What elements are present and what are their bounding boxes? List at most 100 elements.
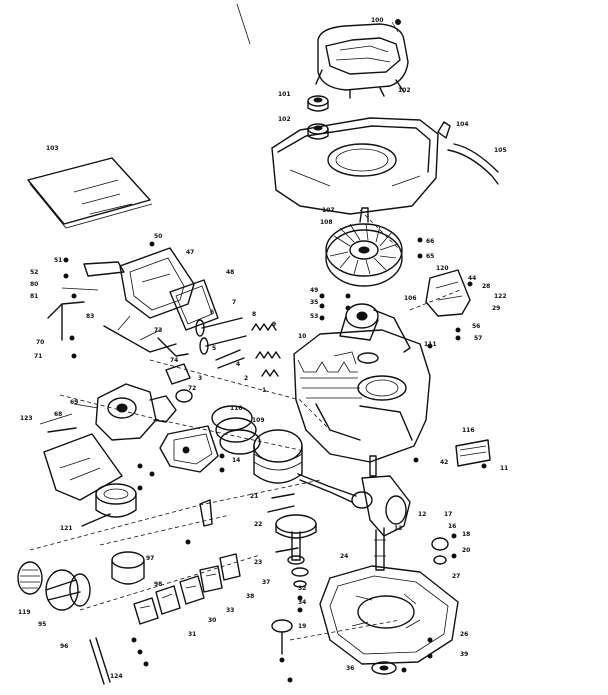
label-66: 66 xyxy=(426,238,434,245)
label-107: 107 xyxy=(322,207,335,214)
label-21: 21 xyxy=(250,493,258,500)
breather-assembly xyxy=(47,261,125,341)
fasteners xyxy=(63,19,487,683)
label-11: 11 xyxy=(500,465,508,472)
label-7: 7 xyxy=(232,299,236,306)
label-50: 50 xyxy=(154,233,162,240)
label-97: 97 xyxy=(146,555,154,562)
control-bracket xyxy=(43,433,123,501)
label-2: 2 xyxy=(244,375,248,382)
gaskets xyxy=(133,553,241,625)
label-71: 71 xyxy=(34,353,42,360)
label-104: 104 xyxy=(456,121,469,128)
label-102: 102 xyxy=(278,116,291,123)
label-26: 26 xyxy=(460,631,468,638)
connecting-rod xyxy=(297,473,373,509)
label-111: 111 xyxy=(424,341,437,348)
label-120: 120 xyxy=(436,265,449,272)
piston-rings xyxy=(211,405,261,455)
label-31: 31 xyxy=(188,631,196,638)
label-28: 28 xyxy=(482,283,490,290)
camshaft-gear xyxy=(275,514,317,565)
crankshaft xyxy=(361,455,411,571)
label-110: 110 xyxy=(230,405,243,412)
label-37: 37 xyxy=(262,579,270,586)
label-74: 74 xyxy=(170,357,178,364)
air-cleaner-element xyxy=(45,569,91,611)
label-116: 116 xyxy=(462,427,475,434)
label-6: 6 xyxy=(210,309,214,316)
air-cleaner-cover xyxy=(17,561,43,595)
label-69: 69 xyxy=(70,399,78,406)
label-39: 39 xyxy=(460,651,468,658)
label-119: 119 xyxy=(18,609,31,616)
label-29: 29 xyxy=(492,305,500,312)
label-9: 9 xyxy=(272,321,276,328)
label-13: 13 xyxy=(394,525,402,532)
fuel-line xyxy=(437,121,499,185)
intake-block xyxy=(159,425,219,473)
label-1: 1 xyxy=(262,387,266,394)
label-17: 17 xyxy=(444,511,452,518)
label-3: 3 xyxy=(198,375,202,382)
label-44: 44 xyxy=(468,275,476,282)
blower-housing-cover xyxy=(315,21,409,99)
valve-cover-gasket xyxy=(169,279,219,331)
label-24: 24 xyxy=(340,553,348,560)
label-36: 36 xyxy=(346,665,354,672)
piston xyxy=(253,429,303,484)
governor-parts xyxy=(271,567,309,655)
label-98: 98 xyxy=(154,581,162,588)
label-52: 52 xyxy=(30,269,38,276)
label-20: 20 xyxy=(462,547,470,554)
air-cleaner-base xyxy=(111,551,145,585)
nameplate xyxy=(455,439,491,467)
label-48: 48 xyxy=(226,269,234,276)
label-80: 80 xyxy=(30,281,38,288)
label-109: 109 xyxy=(252,417,265,424)
scan-line xyxy=(236,3,251,45)
label-30: 30 xyxy=(208,617,216,624)
label-19: 19 xyxy=(298,623,306,630)
valve-springs xyxy=(251,323,281,377)
label-22: 22 xyxy=(254,521,262,528)
label-47: 47 xyxy=(186,249,194,256)
starter-cup xyxy=(339,303,411,364)
label-73: 73 xyxy=(154,327,162,334)
label-108: 108 xyxy=(320,219,333,226)
label-12: 12 xyxy=(418,511,426,518)
bearing-seal xyxy=(431,537,449,565)
label-100: 100 xyxy=(371,17,384,24)
carburetor xyxy=(39,383,177,441)
label-38: 38 xyxy=(246,593,254,600)
label-57: 57 xyxy=(474,335,482,342)
label-42: 42 xyxy=(440,459,448,466)
label-14: 14 xyxy=(232,457,240,464)
label-16: 16 xyxy=(448,523,456,530)
label-95: 95 xyxy=(38,621,46,628)
crankcase-sump xyxy=(319,565,459,675)
label-123: 123 xyxy=(20,415,33,422)
fuel-cap-102 xyxy=(307,95,329,112)
valve-cover xyxy=(119,247,195,319)
label-35: 35 xyxy=(310,299,318,306)
label-83: 83 xyxy=(86,313,94,320)
label-68: 68 xyxy=(54,411,62,418)
label-34: 34 xyxy=(298,599,306,606)
label-105: 105 xyxy=(494,147,507,154)
label-18: 18 xyxy=(462,531,470,538)
label-53: 53 xyxy=(310,313,318,320)
label-103: 103 xyxy=(46,145,59,152)
label-124: 124 xyxy=(110,673,123,680)
label-49: 49 xyxy=(310,287,318,294)
label-101: 101 xyxy=(278,91,291,98)
label-72: 72 xyxy=(188,385,196,392)
flywheel xyxy=(325,207,403,287)
part-number-labels: 100 102 101 102 104 105 103 107 108 66 6… xyxy=(18,17,508,680)
label-33: 33 xyxy=(226,607,234,614)
label-121: 121 xyxy=(60,525,73,532)
label-102: 102 xyxy=(398,87,411,94)
engine-block xyxy=(293,329,431,463)
ignition-armature xyxy=(425,269,471,317)
